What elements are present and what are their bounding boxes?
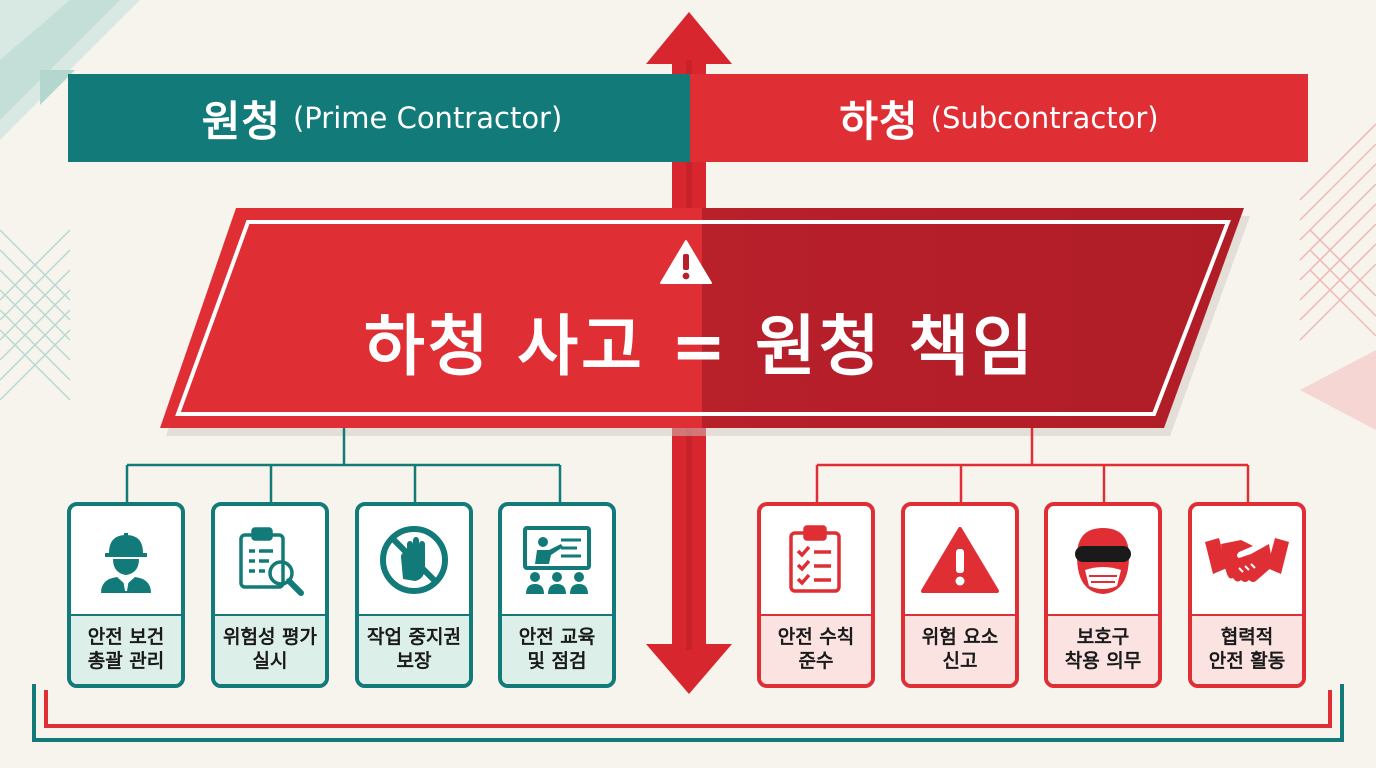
prime-contractor-header: 원청 (Prime Contractor) bbox=[68, 74, 696, 162]
prime-header-title: 원청 bbox=[201, 96, 281, 146]
sub-card-label: 협력적 안전 활동 bbox=[1192, 614, 1302, 684]
handshake-icon bbox=[1205, 538, 1289, 582]
checklist-icon bbox=[789, 525, 841, 593]
prime-card-stop-work-right: 작업 중지권 보장 bbox=[355, 502, 473, 688]
prime-card-safety-training: 안전 교육 및 점검 bbox=[498, 502, 616, 688]
sub-card-label: 위험 요소 신고 bbox=[905, 614, 1015, 684]
prime-card-label: 작업 중지권 보장 bbox=[359, 614, 469, 684]
prime-header-subtitle: (Prime Contractor) bbox=[292, 101, 563, 135]
warning-icon bbox=[660, 240, 712, 284]
worker-helmet-icon bbox=[101, 533, 151, 593]
training-board-icon bbox=[523, 526, 591, 594]
subcontractor-header: 하청 (Subcontractor) bbox=[690, 74, 1308, 162]
sub-card-label: 안전 수칙 준수 bbox=[761, 614, 871, 684]
prime-tree-connector bbox=[125, 428, 562, 502]
stop-hand-icon bbox=[380, 526, 448, 594]
right-line-decoration bbox=[1299, 123, 1376, 341]
face-mask-goggles-icon bbox=[1075, 528, 1131, 594]
bottom-bracket bbox=[32, 684, 1344, 742]
sub-card-protective-gear: 보호구 착용 의무 bbox=[1044, 502, 1162, 688]
sub-tree-connector bbox=[815, 428, 1250, 502]
top-left-decoration bbox=[0, 0, 140, 140]
banner-title: 하청 사고 = 원청 책임 bbox=[364, 308, 1036, 385]
prime-card-label: 안전 교육 및 점검 bbox=[502, 614, 612, 684]
sub-card-follow-rules: 안전 수칙 준수 bbox=[757, 502, 875, 688]
clipboard-search-icon bbox=[239, 527, 304, 596]
sub-header-subtitle: (Subcontractor) bbox=[930, 101, 1159, 135]
warning-triangle-icon bbox=[921, 527, 999, 593]
left-line-decoration bbox=[0, 229, 71, 401]
sub-card-cooperative-safety: 협력적 안전 활동 bbox=[1188, 502, 1306, 688]
sub-card-report-hazard: 위험 요소 신고 bbox=[901, 502, 1019, 688]
prime-card-label: 안전 보건 총괄 관리 bbox=[71, 614, 181, 684]
prime-card-label: 위험성 평가 실시 bbox=[215, 614, 325, 684]
sub-header-title: 하청 bbox=[839, 96, 919, 146]
prime-card-safety-management: 안전 보건 총괄 관리 bbox=[67, 502, 185, 688]
sub-card-label: 보호구 착용 의무 bbox=[1048, 614, 1158, 684]
central-banner bbox=[160, 208, 1250, 436]
prime-card-risk-assessment: 위험성 평가 실시 bbox=[211, 502, 329, 688]
right-triangle-decoration bbox=[1300, 350, 1376, 430]
